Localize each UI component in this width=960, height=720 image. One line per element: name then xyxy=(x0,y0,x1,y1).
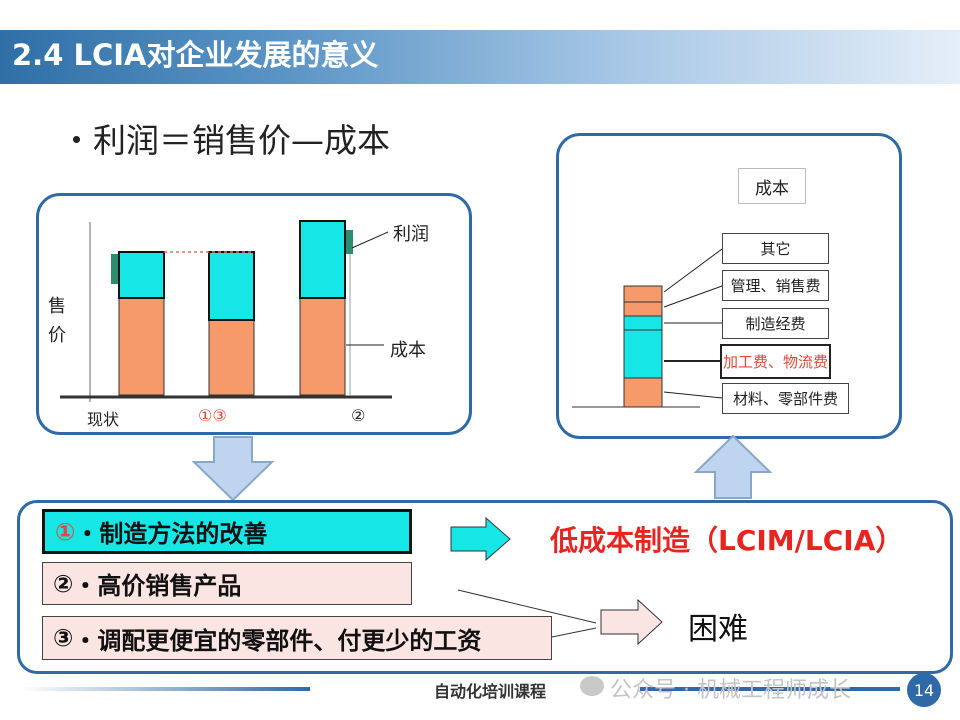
watermark-text: 公众号 · 机械工程师成长 xyxy=(610,678,851,703)
arrow-to-low-cost xyxy=(450,517,511,561)
connector-option-2 xyxy=(457,589,597,624)
y-label-bottom: 价 xyxy=(48,325,66,346)
bar3-edge xyxy=(345,230,353,254)
option-2-text: ・高价销售产品 xyxy=(73,572,242,600)
y-label-top: 售 xyxy=(48,296,66,317)
cost-item-materials: 材料、零部件费 xyxy=(722,383,849,414)
slide-title: 2.4 LCIA对企业发展的意义 xyxy=(12,38,379,72)
arrow-to-difficult xyxy=(600,599,663,645)
low-cost-manufacturing-result: 低成本制造（LCIM/LCIA） xyxy=(550,524,904,557)
cost-title-box: 成本 xyxy=(738,168,806,204)
arrow-sales xyxy=(663,285,723,308)
seg-materials xyxy=(623,377,663,408)
arrow-other xyxy=(663,248,723,293)
option-1-manufacturing-improvement: ① ・制造方法的改善 xyxy=(42,509,412,554)
bar3-profit xyxy=(299,220,346,299)
connector-option-3 xyxy=(551,627,597,638)
bar2-cost xyxy=(208,319,255,396)
option-3-num: ③ xyxy=(53,624,74,652)
wechat-icon xyxy=(580,676,604,696)
title-bar xyxy=(0,30,960,84)
bar1-cost xyxy=(118,297,165,396)
option-1-text: ・制造方法的改善 xyxy=(75,520,268,548)
up-arrow xyxy=(694,434,772,499)
option-1-num: ① xyxy=(55,517,76,546)
profit-pointer xyxy=(351,231,389,249)
profit-formula: ・利润＝销售价—成本 xyxy=(60,121,390,160)
x-label-current: 现状 xyxy=(87,410,120,429)
difficult-result: 困难 xyxy=(688,612,748,647)
x-label-2: ② xyxy=(351,406,366,425)
seg-processing xyxy=(623,329,663,379)
page-number-badge: 14 xyxy=(907,673,941,707)
footer-line-left xyxy=(20,687,310,691)
footer-course-label: 自动化培训课程 xyxy=(434,682,547,701)
profit-label: 利润 xyxy=(393,224,429,245)
arrow-materials xyxy=(663,391,723,399)
option-2-high-price: ② ・高价销售产品 xyxy=(42,562,412,605)
cost-label: 成本 xyxy=(390,340,426,361)
cost-item-other: 其它 xyxy=(722,233,829,264)
cost-item-manufacturing: 制造经费 xyxy=(722,308,829,339)
cost-item-admin-sales: 管理、销售费 xyxy=(722,270,829,301)
bar1-edge xyxy=(111,254,119,284)
page-number: 14 xyxy=(913,680,935,700)
option-3-text: ・调配更便宜的零部件、付更少的工资 xyxy=(73,626,482,655)
x-label-1-3: ①③ xyxy=(198,406,227,425)
bar2-profit xyxy=(208,251,255,321)
cost-item-processing: 加工费、物流费 xyxy=(720,344,831,379)
footer-line-right xyxy=(640,687,900,691)
bar1-profit xyxy=(118,251,165,299)
option-2-num: ② xyxy=(53,569,74,598)
down-arrow xyxy=(192,436,274,502)
bar3-cost xyxy=(299,297,346,396)
option-3-cheaper-parts: ③ ・调配更便宜的零部件、付更少的工资 xyxy=(42,616,552,660)
